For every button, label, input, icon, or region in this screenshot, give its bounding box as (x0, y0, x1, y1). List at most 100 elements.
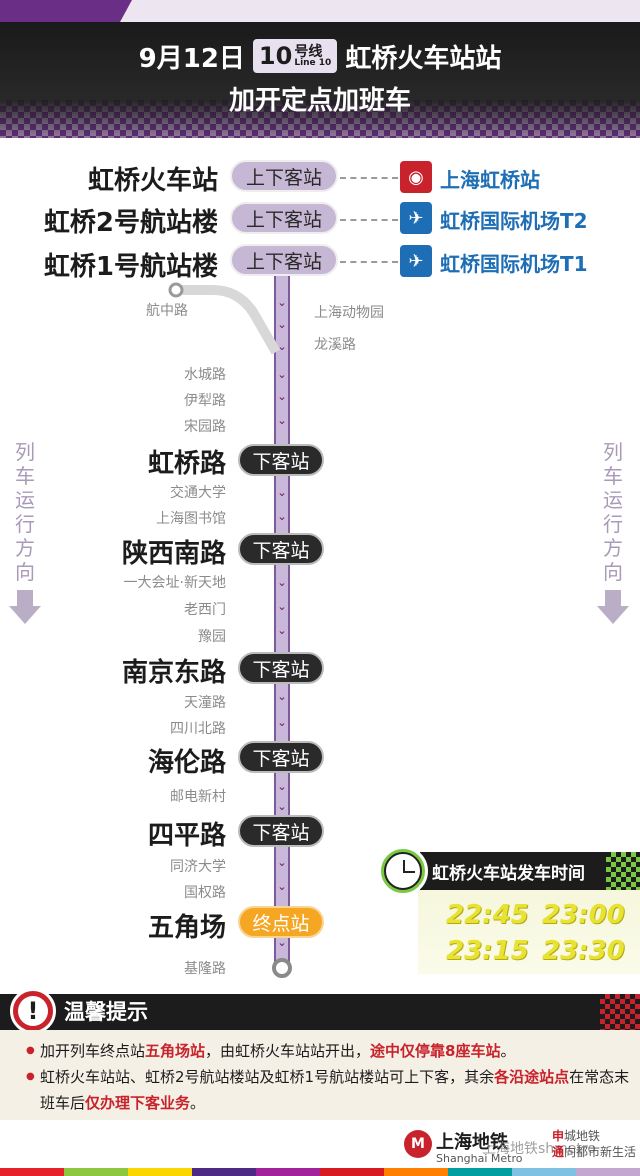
watermark: 上海地铁shmetro (482, 1141, 596, 1157)
notice-highlight: 途中仅停靠8座车站 (370, 1042, 501, 1060)
station-longxi-road: 龙溪路 (314, 337, 356, 353)
direction-char: 向 (15, 560, 35, 584)
footer-brand: 上海地铁 (436, 1132, 508, 1153)
departure-time: 23:15 (446, 936, 529, 966)
notice-text: 。 (190, 1094, 206, 1112)
footer-brand-en: Shanghai Metro (436, 1152, 523, 1165)
chevron-down-icon: ⌄ (277, 318, 287, 331)
exclamation-icon: ! (10, 988, 56, 1034)
footer-slogan: 申城地铁 通向都市新生活 (552, 1128, 636, 1160)
slogan-char: 通 (552, 1145, 565, 1159)
header-station: 虹桥火车站站 (345, 43, 502, 74)
boarding-alighting-badge: 上下客站 (230, 202, 338, 234)
notice-title: 温馨提示 (64, 1000, 148, 1024)
alighting-only-badge: 下客站 (238, 741, 324, 773)
direction-char: 向 (603, 560, 623, 584)
transfer-connector (340, 177, 398, 179)
alighting-only-badge: 下客站 (238, 444, 324, 476)
footer (0, 1120, 640, 1176)
line-label: 号线 Line 10 (294, 45, 331, 68)
chevron-down-icon: ⌄ (277, 800, 287, 813)
transfer-airport-t1: 虹桥国际机场T1 (440, 252, 588, 276)
header-date: 9月12日 (138, 43, 245, 74)
chevron-down-icon: ⌄ (277, 880, 287, 893)
departure-times-title: 虹桥火车站发车时间 (420, 852, 640, 890)
station-name-hailun-road: 海伦路 (147, 748, 226, 778)
station-xintiandi: 一大会址·新天地 (123, 575, 226, 591)
chevron-down-icon: ⌄ (277, 510, 287, 523)
departure-time: 22:45 (446, 900, 529, 930)
chevron-down-icon: ⌄ (277, 716, 287, 729)
chevron-down-icon: ⌄ (277, 576, 287, 589)
alighting-only-badge: 下客站 (238, 815, 324, 847)
airplane-icon: ✈ (400, 245, 432, 277)
boarding-alighting-badge: 上下客站 (230, 160, 338, 192)
notice-text: 在常态末班车后 (40, 1068, 630, 1112)
header-subtitle: 加开定点加班车 (228, 86, 411, 116)
header-checker-fade (0, 100, 640, 138)
down-arrow-icon (9, 590, 41, 624)
station-youdian-xincun: 邮电新村 (170, 789, 226, 805)
notice-highlight: 五角场站 (145, 1042, 206, 1060)
railway-icon: ◉ (400, 161, 432, 193)
station-name-wujiaochang: 五角场 (147, 913, 226, 943)
departure-checker-pattern (606, 852, 640, 890)
direction-char: 运 (15, 488, 35, 512)
transfer-connector (340, 261, 398, 263)
station-north-sichuan-road: 四川北路 (170, 721, 226, 737)
slogan-text: 城地铁 (564, 1129, 601, 1143)
station-shuicheng-road: 水城路 (184, 367, 226, 383)
chevron-down-icon: ⌄ (277, 414, 287, 427)
direction-char: 车 (603, 464, 623, 488)
transfer-connector (340, 219, 398, 221)
direction-char: 行 (15, 512, 35, 536)
direction-char: 车 (15, 464, 35, 488)
line-end-marker (272, 958, 292, 978)
station-guoquan-road: 国权路 (184, 885, 226, 901)
departure-title-text: 虹桥火车站发车时间 (432, 863, 585, 884)
direction-label-left: 列 车 运 行 方 向 (9, 440, 41, 624)
chevron-down-icon: ⌄ (277, 368, 287, 381)
station-name-hongqiao-road: 虹桥路 (147, 449, 226, 479)
station-yuyuan: 豫园 (198, 629, 226, 645)
chevron-down-icon: ⌄ (277, 296, 287, 309)
chevron-down-icon: ⌄ (277, 600, 287, 613)
direction-char: 列 (15, 440, 35, 464)
notice-checker-pattern (600, 994, 640, 1030)
direction-char: 方 (15, 536, 35, 560)
header-tab-shape (120, 0, 640, 22)
direction-char: 列 (603, 440, 623, 464)
slogan-text: 向都市新生活 (564, 1145, 637, 1159)
shanghai-metro-logo-icon: M (404, 1130, 432, 1158)
header-title-line: 9月12日 10 号线 Line 10 虹桥火车站站 (0, 36, 640, 76)
alighting-only-badge: 下客站 (238, 652, 324, 684)
notice-header-bar (0, 994, 640, 1030)
line-label-en: Line 10 (294, 57, 332, 68)
notice-item: 虹桥火车站站、虹桥2号航站楼站及虹桥1号航站楼站可上下客，其余各沿途站点在常态末… (26, 1064, 630, 1116)
clock-icon (378, 846, 428, 896)
notice-highlight: 仅办理下客业务 (85, 1094, 191, 1112)
terminus-badge: 终点站 (238, 906, 324, 938)
station-shanghai-zoo: 上海动物园 (314, 305, 384, 321)
station-songyuan-road: 宋园路 (184, 419, 226, 435)
transfer-hongqiao-station: 上海虹桥站 (440, 168, 540, 192)
notice-text: 加开列车终点站 (40, 1042, 146, 1060)
station-yili-road: 伊犁路 (184, 393, 226, 409)
notice-text: ，由虹桥火车站站开出， (205, 1042, 371, 1060)
direction-char: 行 (603, 512, 623, 536)
notice-text: 虹桥火车站站、虹桥2号航站楼站及虹桥1号航站楼站可上下客，其余 (40, 1068, 495, 1086)
chevron-down-icon: ⌄ (277, 936, 287, 949)
slogan-char: 申 (552, 1129, 565, 1143)
down-arrow-icon (597, 590, 629, 624)
station-name-nanjing-east-road: 南京东路 (121, 658, 226, 688)
station-name-hongqiao-railway: 虹桥火车站 (87, 166, 218, 196)
station-name-hongqiao-t1: 虹桥1号航站楼 (43, 252, 218, 282)
departure-time: 23:00 (542, 900, 625, 930)
direction-char: 方 (603, 536, 623, 560)
chevron-down-icon: ⌄ (277, 690, 287, 703)
station-laoximen: 老西门 (184, 602, 226, 618)
boarding-alighting-badge: 上下客站 (230, 244, 338, 276)
station-tongji-university: 同济大学 (170, 859, 226, 875)
airplane-icon: ✈ (400, 202, 432, 234)
footer-color-stripe (0, 1168, 640, 1176)
